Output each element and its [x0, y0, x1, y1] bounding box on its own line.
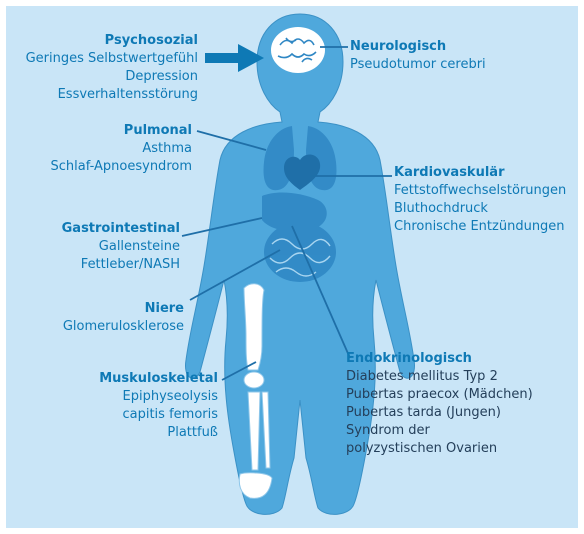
title-gastrointestinal: Gastrointestinal	[62, 220, 180, 238]
item-kardiovaskular-1: Fettstoffwechselstörungen	[394, 182, 566, 200]
item-endokrinologisch-1: Diabetes mellitus Typ 2	[346, 368, 533, 386]
item-gastrointestinal-1: Gallensteine	[62, 238, 180, 256]
item-pulmonal-2: Schlaf-Apnoesyndrom	[51, 158, 192, 176]
item-psychosozial-1: Geringes Selbstwertgefühl	[26, 50, 198, 68]
item-muskuloskeletal-3: Plattfuß	[99, 424, 218, 442]
label-kardiovaskular: Kardiovaskulär Fettstoffwechselstörungen…	[394, 164, 566, 236]
item-endokrinologisch-4: Syndrom der	[346, 422, 533, 440]
title-psychosozial: Psychosozial	[26, 32, 198, 50]
item-endokrinologisch-3: Pubertas tarda (Jungen)	[346, 404, 533, 422]
brain-icon	[271, 27, 325, 73]
arrow-to-brain-icon	[205, 44, 264, 72]
item-endokrinologisch-5: polyzystischen Ovarien	[346, 440, 533, 458]
label-psychosozial: Psychosozial Geringes Selbstwertgefühl D…	[26, 32, 198, 104]
title-endokrinologisch: Endokrinologisch	[346, 350, 533, 368]
title-muskuloskeletal: Muskuloskeletal	[99, 370, 218, 388]
label-gastrointestinal: Gastrointestinal Gallensteine Fettleber/…	[62, 220, 180, 274]
label-endokrinologisch: Endokrinologisch Diabetes mellitus Typ 2…	[346, 350, 533, 458]
title-kardiovaskular: Kardiovaskulär	[394, 164, 566, 182]
item-pulmonal-1: Asthma	[51, 140, 192, 158]
item-niere-1: Glomerulosklerose	[63, 318, 184, 336]
item-endokrinologisch-2: Pubertas praecox (Mädchen)	[346, 386, 533, 404]
item-muskuloskeletal-1: Epiphyseolysis	[99, 388, 218, 406]
label-muskuloskeletal: Muskuloskeletal Epiphyseolysis capitis f…	[99, 370, 218, 442]
title-neurologisch: Neurologisch	[350, 38, 486, 56]
item-gastrointestinal-2: Fettleber/NASH	[62, 256, 180, 274]
title-pulmonal: Pulmonal	[51, 122, 192, 140]
item-kardiovaskular-3: Chronische Entzündungen	[394, 218, 566, 236]
label-pulmonal: Pulmonal Asthma Schlaf-Apnoesyndrom	[51, 122, 192, 176]
label-neurologisch: Neurologisch Pseudotumor cerebri	[350, 38, 486, 74]
item-muskuloskeletal-2: capitis femoris	[99, 406, 218, 424]
item-kardiovaskular-2: Bluthochdruck	[394, 200, 566, 218]
item-psychosozial-3: Essverhaltensstörung	[26, 86, 198, 104]
item-psychosozial-2: Depression	[26, 68, 198, 86]
title-niere: Niere	[63, 300, 184, 318]
label-niere: Niere Glomerulosklerose	[63, 300, 184, 336]
item-neurologisch-1: Pseudotumor cerebri	[350, 56, 486, 74]
